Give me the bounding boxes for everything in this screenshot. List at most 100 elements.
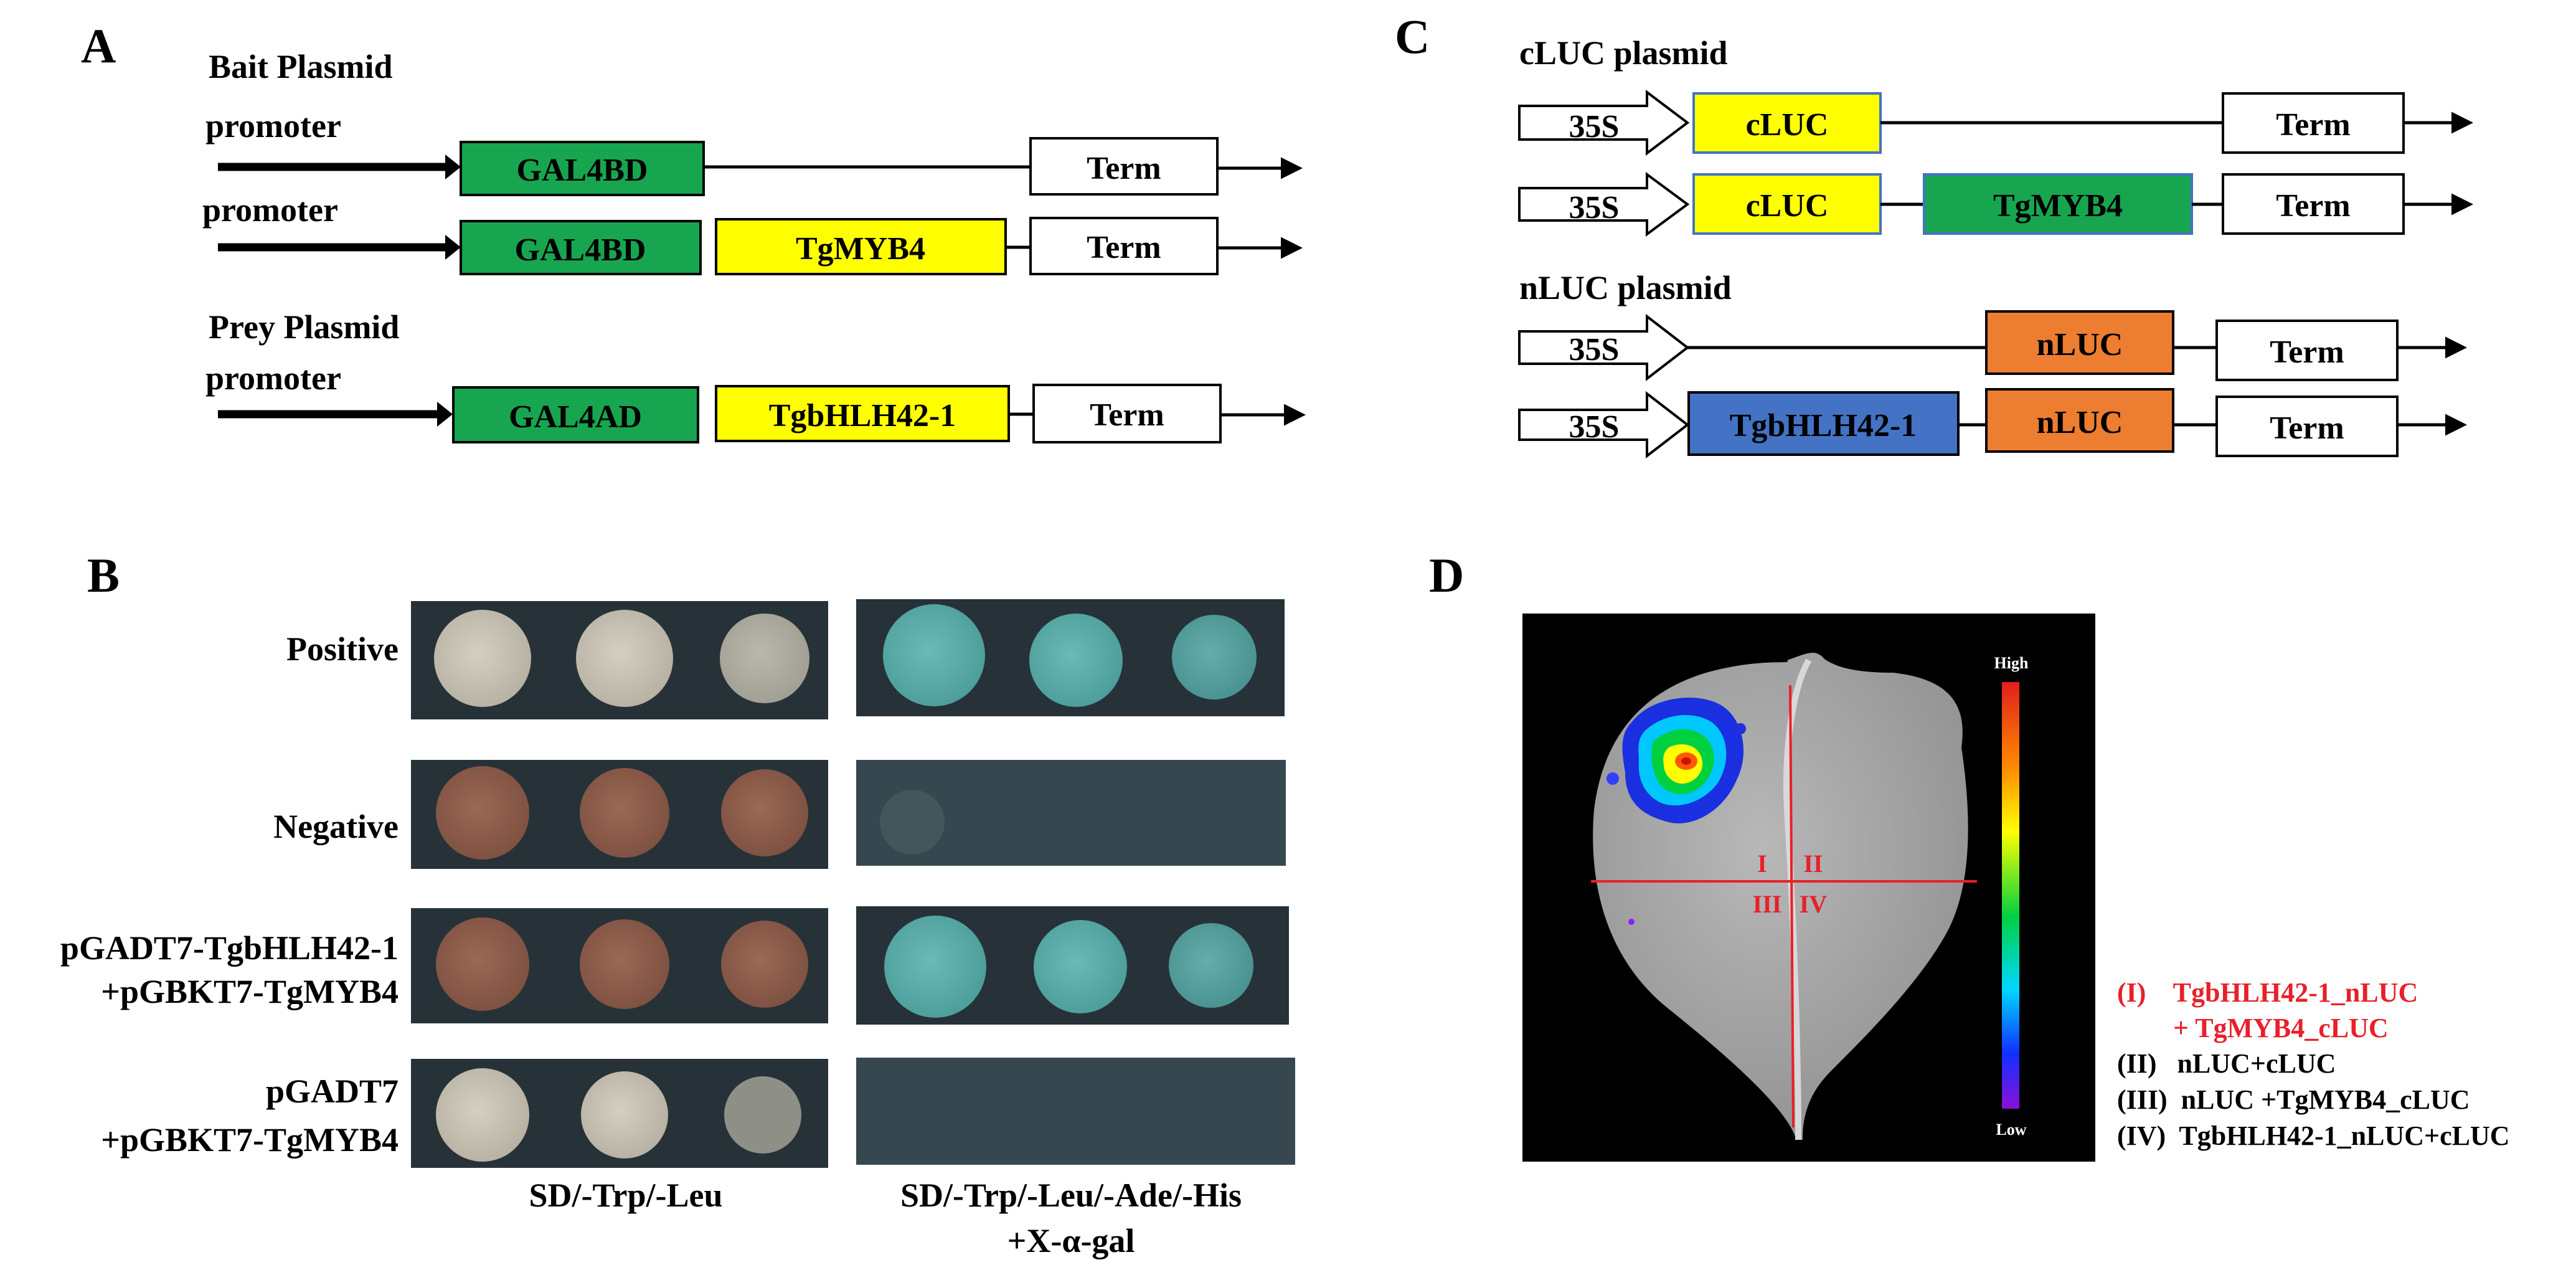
colony <box>576 610 673 707</box>
row-label-negative: Negative <box>273 808 399 845</box>
luminescence-signal <box>1606 698 1746 925</box>
gal4bd-label: GAL4BD <box>517 153 648 188</box>
bait-plasmid-title: Bait Plasmid <box>209 48 393 85</box>
colony <box>1169 923 1253 1008</box>
tgmyb4-box <box>715 218 1007 275</box>
nluc-construct-1: 35S nLUC Term <box>1518 310 2467 382</box>
column-label-sd-trp-leu: SD/-Trp/-Leu <box>529 1177 722 1214</box>
term-box <box>2215 320 2399 381</box>
p35s-arrow <box>1518 89 1690 156</box>
colony <box>436 1068 529 1162</box>
term-label: Term <box>2270 410 2344 446</box>
term-box <box>2222 92 2405 154</box>
colony <box>1029 614 1123 707</box>
term-label: Term <box>1090 397 1164 433</box>
tgbhlh-label: TgbHLH42-1 <box>1730 408 1917 443</box>
nluc-label: nLUC <box>2037 327 2123 363</box>
panel-label-b: B <box>87 548 120 602</box>
bait-construct-1: promoter GAL4BD Term <box>205 107 1303 196</box>
cluc-label: cLUC <box>1746 107 1829 143</box>
colony <box>436 917 529 1011</box>
nluc-box <box>1985 388 2174 453</box>
legend-line-1b: + TgMYB4_cLUC <box>2173 1013 2389 1043</box>
cluc-plasmid-title: cLUC plasmid <box>1519 34 1728 72</box>
legend-line-2: (II) nLUC+cLUC <box>2117 1048 2336 1079</box>
colony <box>580 768 669 858</box>
p35s-label: 35S <box>1569 332 1620 367</box>
colony <box>720 614 809 703</box>
colony <box>1034 920 1127 1013</box>
term-box <box>1029 217 1219 275</box>
legend-line-1a: (I) TgbHLH42-1_nLUC <box>2117 977 2418 1008</box>
row-label-positive: Positive <box>286 630 399 668</box>
p35s-arrow <box>1518 172 1690 237</box>
term-label: Term <box>1087 230 1161 265</box>
tgmyb4-label: TgMYB4 <box>1993 188 2123 224</box>
colony <box>721 921 808 1008</box>
promoter-label: promoter <box>205 359 341 397</box>
colony <box>436 766 529 860</box>
term-label: Term <box>2276 188 2350 224</box>
scale-low-label: Low <box>1996 1121 2026 1139</box>
panel-label-d: D <box>1429 548 1464 602</box>
promoter-label: promoter <box>202 191 338 229</box>
quadrant-label-iv: IV <box>1800 890 1828 918</box>
tgbhlh-label: TgbHLH42-1 <box>769 398 956 434</box>
cluc-label: cLUC <box>1746 188 1829 224</box>
nluc-plasmid-title: nLUC plasmid <box>1519 269 1732 306</box>
gal4ad-box <box>452 386 699 443</box>
colony <box>724 1076 801 1154</box>
luciferase-image: I II III IV High Low <box>1522 614 2095 1162</box>
prey-construct: promoter GAL4AD TgbHLH42-1 Term <box>205 359 1306 443</box>
p35s-arrow <box>1518 391 1690 459</box>
quadrant-label-iii: III <box>1753 890 1782 918</box>
row-label-empty-line2: +pGBKT7-TgMYB4 <box>101 1121 399 1159</box>
colony <box>884 916 986 1018</box>
colony <box>580 919 669 1009</box>
nluc-box <box>1985 310 2174 375</box>
leaf-midrib <box>1783 658 1812 1140</box>
gal4bd-box <box>460 220 702 275</box>
colony <box>883 604 985 706</box>
colony <box>721 769 808 856</box>
tgmyb4-label: TgMYB4 <box>796 231 925 267</box>
plate-empty-right <box>856 1058 1295 1165</box>
legend-line-4: (IV) TgbHLH42-1_nLUC+cLUC <box>2117 1121 2510 1151</box>
colony <box>1172 615 1257 699</box>
quadrant-line-vertical <box>1789 685 1795 1128</box>
plates-left <box>411 601 828 1168</box>
scale-high-label: High <box>1994 654 2029 672</box>
quadrant-label-i: I <box>1757 850 1767 878</box>
column-label-selective-line2: +X-α-gal <box>1007 1222 1135 1259</box>
term-label: Term <box>2270 334 2344 370</box>
cluc-box <box>1692 92 1882 154</box>
p35s-arrow <box>1518 313 1690 382</box>
colony <box>434 610 531 707</box>
term-box <box>1032 384 1222 443</box>
column-label-selective-line1: SD/-Trp/-Leu/-Ade/-His <box>900 1177 1242 1214</box>
legend-line-3: (III) nLUC +TgMYB4_cLUC <box>2117 1084 2470 1115</box>
p35s-label: 35S <box>1569 409 1620 445</box>
quadrant-label-ii: II <box>1803 850 1823 878</box>
term-label: Term <box>1087 151 1161 186</box>
nluc-construct-2: 35S TgbHLH42-1 nLUC Term <box>1518 388 2467 459</box>
colony <box>880 790 945 855</box>
tgmyb4-box <box>1923 173 2193 235</box>
nluc-label: nLUC <box>2037 405 2123 440</box>
intensity-scale-bar <box>2002 682 2019 1109</box>
cluc-construct-1: 35S cLUC Term <box>1518 89 2473 156</box>
term-box <box>2215 396 2399 457</box>
p35s-label: 35S <box>1569 190 1620 225</box>
promoter-label: promoter <box>205 107 341 145</box>
panel-d-legend: (I) TgbHLH42-1_nLUC + TgMYB4_cLUC (II) n… <box>2117 977 2510 1151</box>
term-label: Term <box>2276 107 2350 143</box>
row-label-tgbhlh-line2: +pGBKT7-TgMYB4 <box>101 973 399 1010</box>
gal4ad-label: GAL4AD <box>509 399 642 435</box>
gal4bd-label: GAL4BD <box>515 232 646 268</box>
panel-label-c: C <box>1395 9 1430 64</box>
term-box <box>1029 137 1219 196</box>
prey-plasmid-title: Prey Plasmid <box>209 308 399 346</box>
colony <box>581 1071 668 1159</box>
term-box <box>2222 173 2405 235</box>
